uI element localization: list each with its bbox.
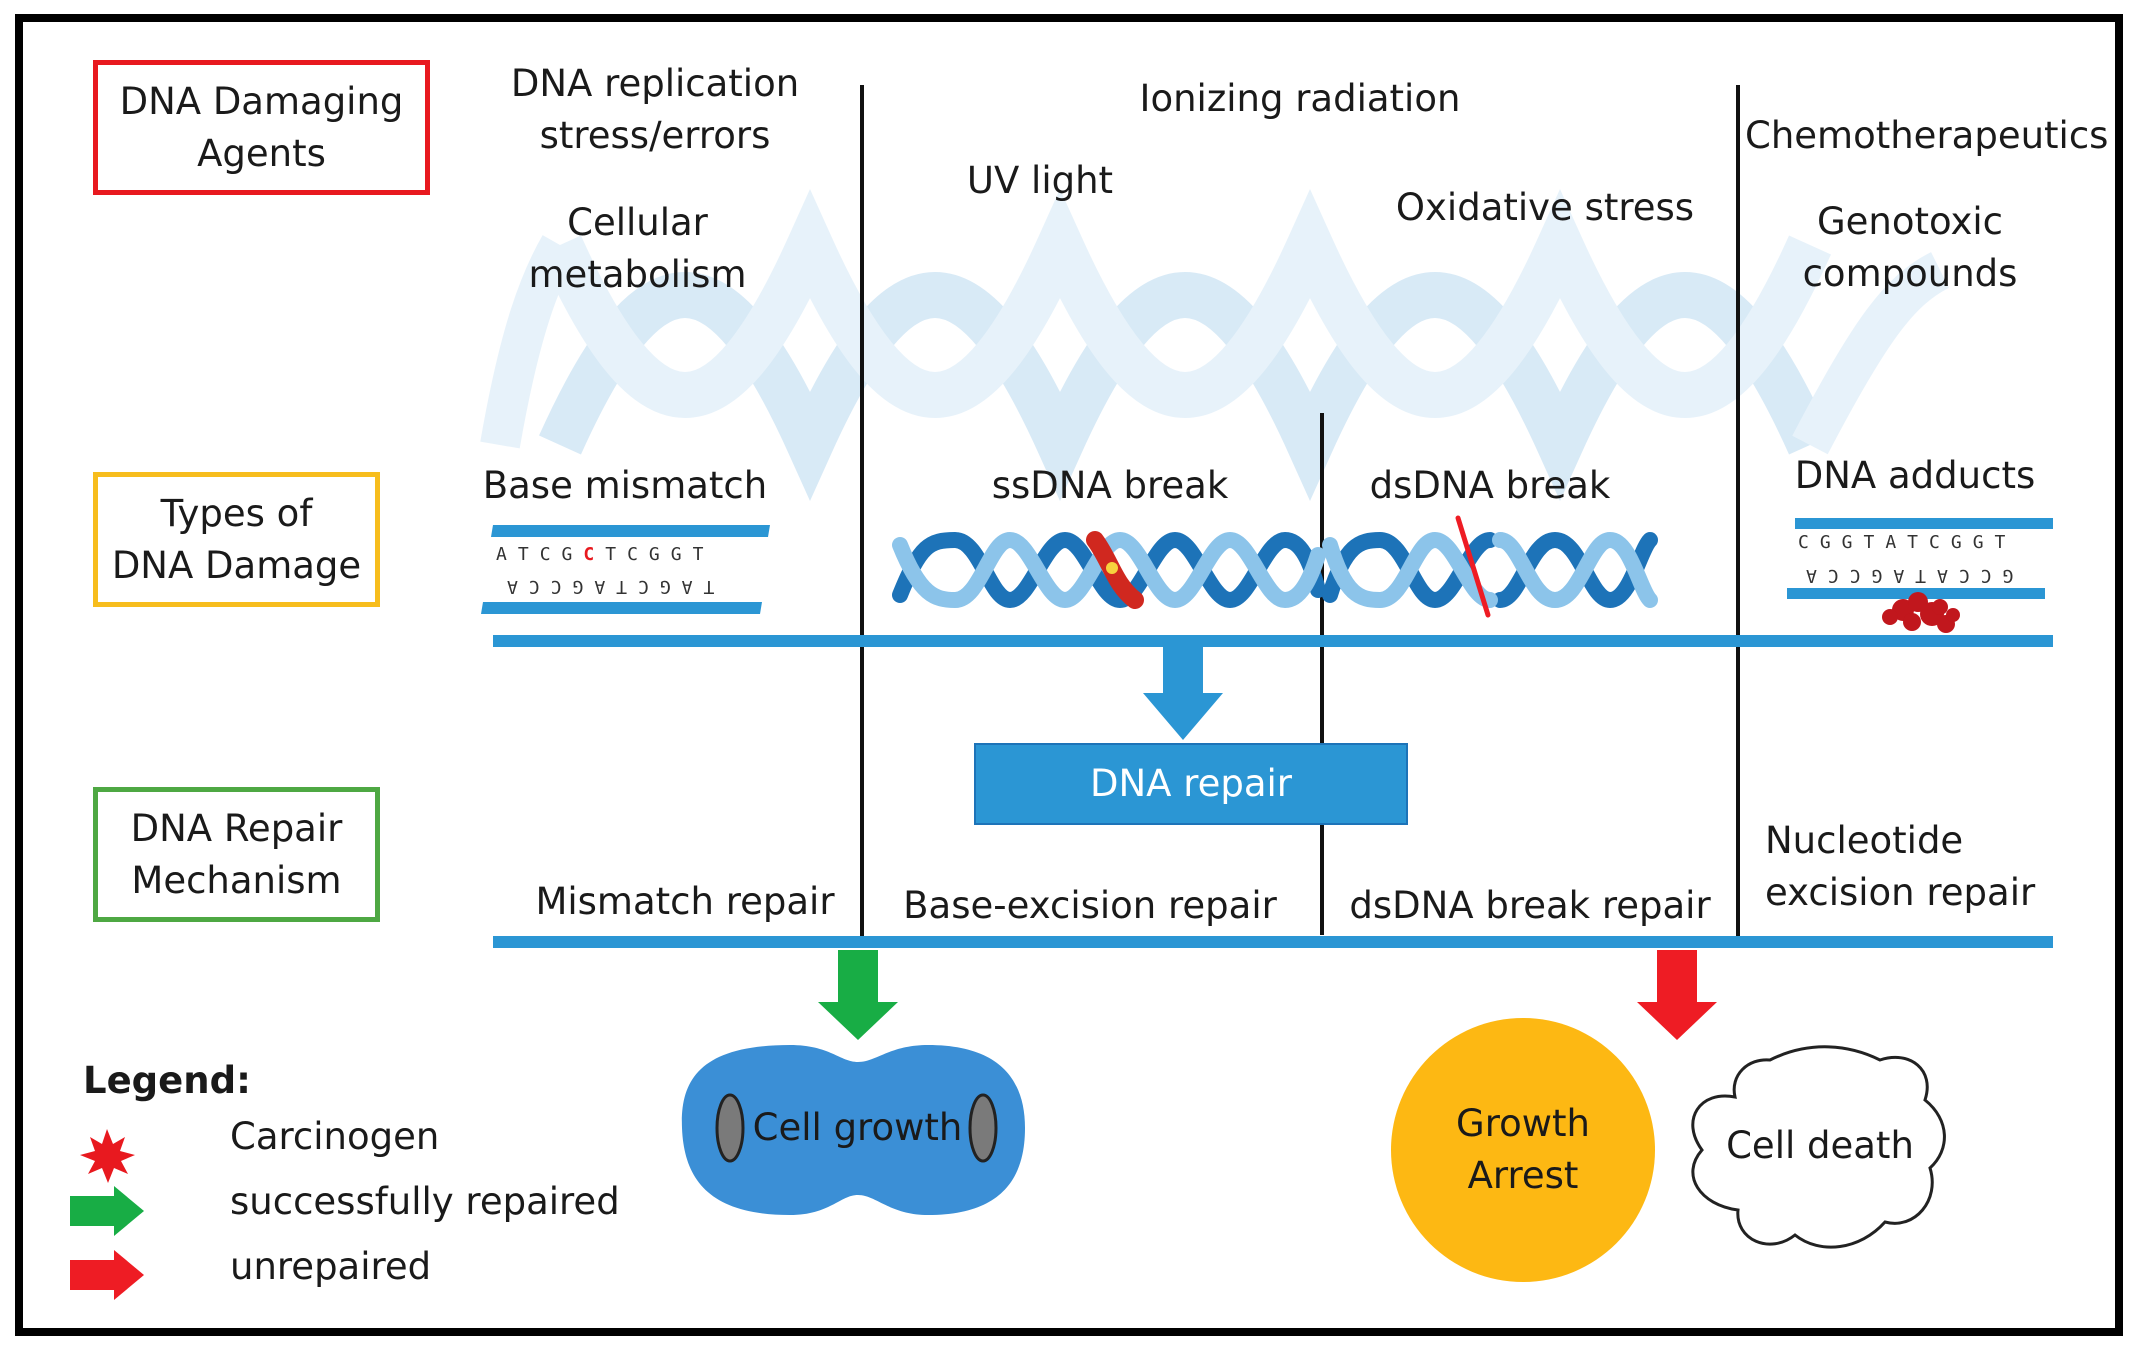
- agents-category-label-1: DNA Damaging: [119, 79, 404, 123]
- red-arrow-legend-icon: [70, 1250, 144, 1300]
- legend-title: Legend:: [83, 1059, 251, 1102]
- growth-arrest-circle: [1391, 1018, 1655, 1282]
- green-arrow-down-icon: [818, 950, 898, 1040]
- cell-death-label: Cell death: [1726, 1124, 1914, 1167]
- agent-metabolism-2: metabolism: [528, 253, 747, 296]
- repair-category-label-1: DNA Repair: [130, 806, 343, 850]
- base-letter: G: [670, 544, 693, 565]
- damage-mismatch-label: Base mismatch: [482, 464, 768, 507]
- growth-arrest-label-1: Growth: [1456, 1102, 1590, 1145]
- damage-category-box: Types of DNA Damage: [93, 472, 380, 607]
- base-letter: C: [627, 544, 649, 565]
- agent-replication-1: DNA replication: [510, 62, 800, 105]
- agent-replication-2: stress/errors: [539, 114, 771, 157]
- dna-adducts-icon: [1787, 518, 2053, 633]
- base-letter: T: [517, 544, 540, 565]
- legend-carcinogen-label: Carcinogen: [230, 1115, 440, 1158]
- damage-adducts-label: DNA adducts: [1794, 454, 2036, 497]
- legend-repaired-label: successfully repaired: [230, 1180, 620, 1223]
- damage-dsdna-label: dsDNA break: [1369, 464, 1611, 507]
- carcinogen-legend-icon: [80, 1129, 135, 1183]
- agent-uv: UV light: [966, 159, 1114, 202]
- agent-genotoxic-1: Genotoxic: [1816, 200, 2004, 243]
- green-arrow-legend-icon: [70, 1186, 144, 1236]
- base-letter: T: [605, 544, 628, 565]
- repair-bar: [493, 936, 2053, 948]
- adducts-top-sequence: CGGTATCGGT: [1798, 532, 2017, 553]
- dsdna-break-helix-icon: [1322, 515, 1658, 618]
- background-helix-icon: [480, 188, 1950, 502]
- agent-metabolism-1: Cellular: [567, 201, 708, 244]
- legend-unrepaired-label: unrepaired: [230, 1245, 432, 1288]
- base-letter: C: [539, 544, 562, 565]
- damage-category-label-1: Types of: [160, 491, 313, 535]
- growth-arrest-label-2: Arrest: [1467, 1154, 1579, 1197]
- repair-nucleotide-2: excision repair: [1765, 871, 2036, 914]
- agents-category-label-2: Agents: [197, 131, 326, 175]
- damage-category-label-2: DNA Damage: [111, 543, 362, 587]
- mismatch-top-sequence: ATCGCTCGGT: [496, 544, 714, 565]
- base-letter: A: [496, 544, 518, 565]
- carcinogen-adduct-icon: [1882, 592, 1960, 633]
- agent-genotoxic-2: compounds: [1802, 252, 2018, 295]
- repair-dsdna-label: dsDNA break repair: [1349, 884, 1711, 927]
- agent-oxidative: Oxidative stress: [1395, 186, 1695, 229]
- dna-repair-box: DNA repair: [974, 743, 1408, 825]
- red-arrow-down-icon: [1637, 950, 1717, 1040]
- dna-repair-label: DNA repair: [1089, 762, 1293, 805]
- repair-nucleotide-1: Nucleotide: [1765, 819, 1964, 862]
- outer-frame: [15, 14, 2123, 1336]
- repair-mismatch-label: Mismatch repair: [535, 880, 835, 923]
- repair-category-box: DNA Repair Mechanism: [93, 787, 380, 922]
- damage-ssdna-label: ssDNA break: [991, 464, 1229, 507]
- base-letter: G: [561, 544, 584, 565]
- mismatch-bottom-sequence: TAGCTAGCCA: [496, 576, 715, 597]
- repair-base-excision-label: Base-excision repair: [903, 884, 1277, 927]
- agent-ionizing: Ionizing radiation: [1139, 77, 1461, 120]
- mismatched-base-letter: C: [583, 544, 606, 565]
- ssdna-break-helix-icon: [892, 531, 1326, 609]
- cell-death-blob-icon: [1691, 1045, 1946, 1249]
- agents-category-box: DNA Damaging Agents: [93, 60, 430, 195]
- adducts-bottom-sequence: GCCATAGCCA: [1795, 565, 2014, 586]
- down-arrow-icon: [1143, 647, 1223, 740]
- dividing-cell-icon: [681, 1045, 1025, 1215]
- damage-bar: [493, 635, 2053, 647]
- cell-growth-label: Cell growth: [752, 1106, 963, 1149]
- repair-category-label-2: Mechanism: [131, 858, 342, 902]
- agent-chemo: Chemotherapeutics: [1745, 114, 2109, 157]
- base-letter: G: [648, 544, 671, 565]
- base-letter: T: [692, 544, 715, 565]
- base-mismatch-icon: [481, 525, 770, 614]
